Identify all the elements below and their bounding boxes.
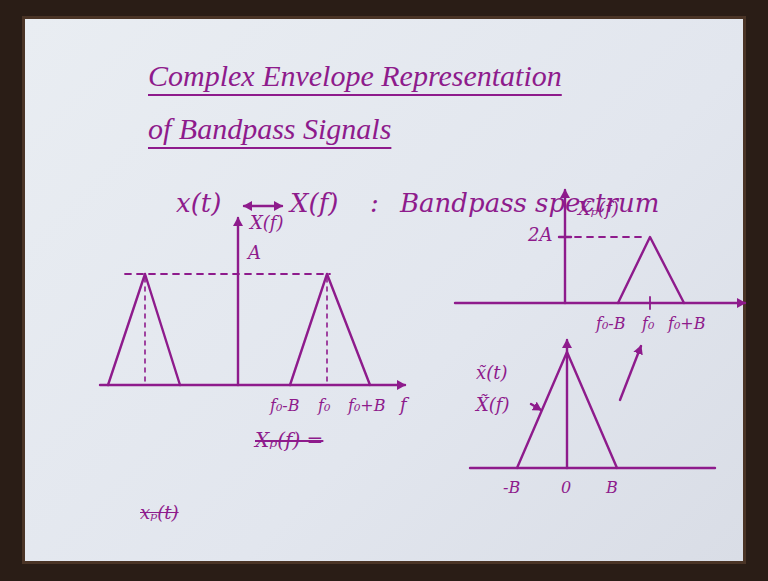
amplitude-label: 2A [528,224,552,246]
axis-label: Xₚ(f) [578,198,619,220]
frequency-label: f₀-B [270,396,300,415]
separator: : [370,188,379,219]
frequency-label: f₀ [318,396,330,415]
paper-sheet [22,16,746,564]
spectrum-name: X(f) [290,188,338,219]
axis-label: f [400,394,407,416]
frequency-label: f₀+B [348,396,386,415]
signal-name: x(t) [176,188,221,219]
crossed-note: xₚ(t) [140,502,179,524]
frequency-label: B [606,478,618,497]
frequency-label: f₀-B [596,314,626,333]
signal-name: x̃(t) [476,362,507,384]
amplitude-label: A [248,242,261,264]
spectrum-name: X̃(f) [476,394,510,416]
frequency-label: f₀+B [668,314,706,333]
axis-label: X(f) [250,212,284,234]
title-heading: Complex Envelope Representation of Bandp… [148,50,568,155]
crossed-note: Xₚ(f) = [255,428,323,452]
frequency-label: f₀ [642,314,654,333]
frequency-label: -B [503,478,520,497]
caption-text: Bandpass spectrum [400,188,659,219]
frequency-label: 0 [561,478,571,497]
